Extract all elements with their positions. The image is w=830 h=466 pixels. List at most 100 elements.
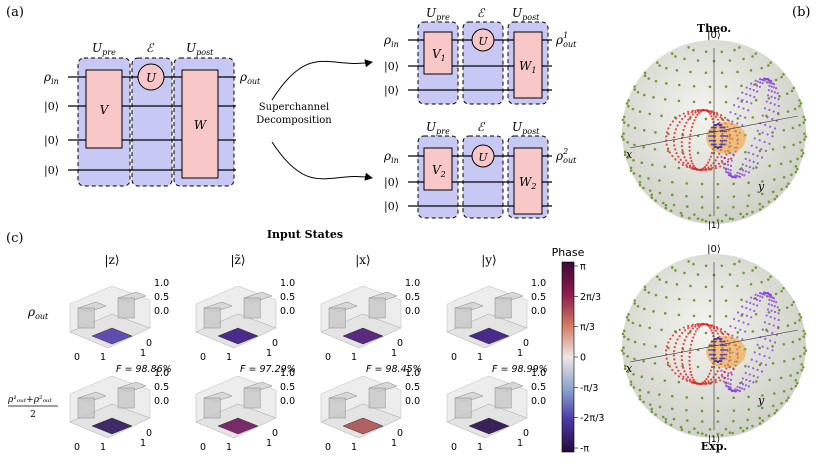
axis-tick-label: 0 bbox=[272, 428, 278, 439]
colorbar-tick-label: -2π/3 bbox=[580, 413, 604, 424]
z-tick-label: 0.5 bbox=[154, 292, 169, 303]
z-tick-label: 1.0 bbox=[531, 368, 546, 379]
fidelity-label: F = 98.86% bbox=[116, 364, 172, 375]
gate-v bbox=[85, 69, 123, 149]
rho-out-label: ρout bbox=[239, 70, 261, 86]
axis-tick-label: 1 bbox=[266, 348, 272, 359]
u-pre-label: Upre bbox=[92, 41, 116, 57]
panel-label-c: (c) bbox=[6, 231, 23, 246]
gate-w2-label: W2 bbox=[519, 175, 536, 191]
fidelity-label: F = 97.29% bbox=[240, 364, 296, 375]
axis-tick-label: 0 bbox=[451, 442, 457, 453]
gate-v1-label: V1 bbox=[432, 47, 446, 63]
col-label: |x⟩ bbox=[355, 253, 371, 267]
z-tick-label: 1.0 bbox=[154, 368, 169, 379]
y-axis-label: y bbox=[757, 394, 765, 407]
colorbar-tick-label: -π bbox=[580, 444, 589, 455]
gate-v2-label: V2 bbox=[432, 163, 446, 179]
phase-colorbar: Phase π2π/3π/30-π/3-2π/3-π bbox=[552, 246, 605, 455]
gate-u bbox=[137, 63, 165, 91]
axis-tick-label: 1 bbox=[517, 348, 523, 359]
channel-label: ℰ bbox=[146, 41, 155, 55]
axis-tick-label: 1 bbox=[266, 438, 272, 449]
z-tick-label: 0.5 bbox=[154, 382, 169, 393]
row2-denominator: 2 bbox=[30, 410, 36, 420]
gate-w-label: W bbox=[194, 118, 208, 132]
colorbar-title: Phase bbox=[552, 246, 585, 259]
bloch-spheres: |0⟩|1⟩xy|0⟩|1⟩xy bbox=[620, 30, 808, 445]
axis-tick-label: 0 bbox=[397, 428, 403, 439]
z-tick-label: 0.5 bbox=[405, 292, 420, 303]
axis-tick-label: 1 bbox=[477, 352, 483, 363]
u-post-label: Upost bbox=[512, 120, 540, 136]
ket0-label: |0⟩ bbox=[384, 176, 399, 190]
rho-in-label: ρin bbox=[383, 33, 399, 49]
ket0-label: |0⟩ bbox=[44, 100, 59, 114]
z-tick-label: 0.5 bbox=[280, 382, 295, 393]
ket0-pole-label: |0⟩ bbox=[707, 244, 721, 255]
axis-tick-label: 1 bbox=[351, 442, 357, 453]
gate-v-label: V bbox=[100, 103, 110, 117]
axis-tick-label: 1 bbox=[226, 352, 232, 363]
ket0-label: |0⟩ bbox=[384, 84, 399, 98]
colorbar-tick-label: -π/3 bbox=[580, 383, 598, 394]
gate-u-label: U bbox=[478, 35, 488, 48]
z-tick-label: 1.0 bbox=[531, 278, 546, 289]
fidelity-label: F = 98.99% bbox=[492, 364, 548, 375]
fidelity-label: F = 98.45% bbox=[366, 364, 422, 375]
z-tick-label: 1.0 bbox=[405, 278, 420, 289]
axis-tick-label: 0 bbox=[200, 442, 206, 453]
bloch-sphere: |0⟩|1⟩xy bbox=[620, 244, 808, 445]
axis-tick-label: 0 bbox=[200, 352, 206, 363]
bloch-sphere: |0⟩|1⟩xy bbox=[620, 30, 808, 231]
z-tick-label: 0.0 bbox=[531, 306, 546, 317]
z-tick-label: 1.0 bbox=[280, 278, 295, 289]
axis-tick-label: 1 bbox=[391, 348, 397, 359]
axis-tick-label: 1 bbox=[391, 438, 397, 449]
colorbar-tick-label: 0 bbox=[580, 353, 586, 364]
colorbar-tick-label: 2π/3 bbox=[580, 292, 601, 303]
ket0-pole-label: |0⟩ bbox=[707, 30, 721, 41]
arrow-text-line1: Superchannel bbox=[259, 102, 329, 113]
z-tick-label: 1.0 bbox=[405, 368, 420, 379]
arrow-text-line2: Decomposition bbox=[256, 115, 332, 126]
z-tick-label: 0.0 bbox=[154, 306, 169, 317]
z-tick-label: 1.0 bbox=[154, 278, 169, 289]
axis-tick-label: 1 bbox=[140, 438, 146, 449]
axis-tick-label: 0 bbox=[325, 442, 331, 453]
axis-tick-label: 0 bbox=[272, 338, 278, 349]
u-pre-label: Upre bbox=[426, 6, 450, 22]
ket0-label: |0⟩ bbox=[384, 60, 399, 74]
panel-label-b: (b) bbox=[792, 5, 810, 20]
z-tick-label: 0.5 bbox=[531, 292, 546, 303]
row2-numerator: ρ¹ₒᵤₜ+ρ²ₒᵤₜ bbox=[7, 395, 53, 405]
z-tick-label: 0.0 bbox=[531, 396, 546, 407]
axis-tick-label: 0 bbox=[74, 352, 80, 363]
u-post-label: Upost bbox=[512, 6, 540, 22]
theo-title: Theo. bbox=[697, 22, 731, 35]
z-tick-label: 1.0 bbox=[280, 368, 295, 379]
axis-tick-label: 1 bbox=[351, 352, 357, 363]
x-axis-label: x bbox=[626, 148, 633, 161]
axis-tick-label: 1 bbox=[100, 352, 106, 363]
gate-w bbox=[181, 69, 219, 179]
z-tick-label: 0.0 bbox=[280, 306, 295, 317]
panel-label-a: (a) bbox=[6, 5, 24, 20]
u-post-label: Upost bbox=[186, 41, 214, 57]
axis-tick-label: 1 bbox=[226, 442, 232, 453]
channel-label: ℰ bbox=[477, 120, 486, 134]
axis-tick-label: 0 bbox=[397, 338, 403, 349]
channel-box bbox=[131, 57, 173, 187]
gate-u-label: U bbox=[478, 151, 488, 164]
z-tick-label: 0.0 bbox=[405, 306, 420, 317]
z-tick-label: 0.5 bbox=[405, 382, 420, 393]
axis-tick-label: 0 bbox=[146, 338, 152, 349]
main-circuit: V U W Upre ℰ Upost ρin |0⟩ |0⟩ |0⟩ ρout bbox=[43, 41, 261, 187]
